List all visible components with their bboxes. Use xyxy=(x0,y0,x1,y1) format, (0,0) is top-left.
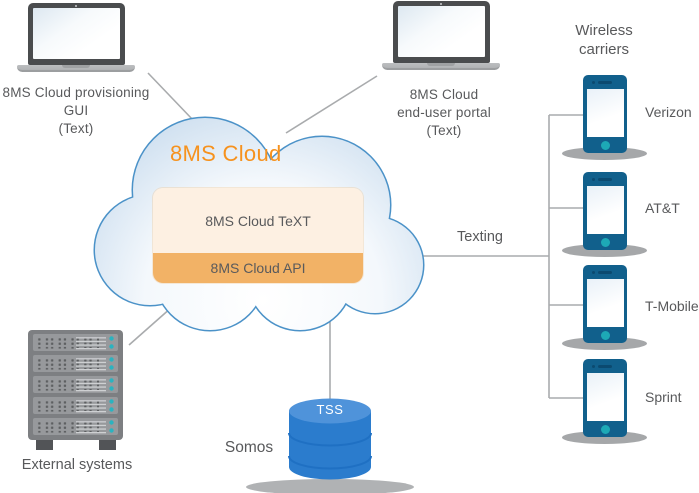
edge-cloud-to-external-systems xyxy=(128,306,173,346)
carrier-label-att: AT&T xyxy=(645,200,680,216)
laptop-base xyxy=(382,63,500,70)
database-shadow xyxy=(246,479,414,493)
webcam-dot-icon xyxy=(74,4,78,7)
text-service-panel: 8MS Cloud TeXT xyxy=(153,188,363,253)
cloud-title: 8MS Cloud xyxy=(170,141,282,166)
carrier-label-tmobile: T-Mobile xyxy=(645,298,699,314)
laptop-display xyxy=(32,8,120,59)
phone-speaker-icon xyxy=(598,178,612,181)
database-icon xyxy=(246,398,414,493)
phone-home-button xyxy=(600,140,610,150)
phone-home-button xyxy=(600,237,610,247)
phone-home-button xyxy=(600,330,610,340)
phone-speaker-icon xyxy=(598,365,612,368)
carrier-label-sprint: Sprint xyxy=(645,389,682,405)
laptop-base xyxy=(17,65,135,72)
edge-portal-to-cloud xyxy=(285,75,378,134)
phone-speaker-icon xyxy=(598,271,612,274)
server-rack-icon xyxy=(28,330,123,450)
laptop-screen xyxy=(392,1,490,63)
smartphone-icon-tmobile xyxy=(583,265,627,343)
laptop-display xyxy=(397,6,485,57)
laptop-notch xyxy=(62,65,90,68)
phone-camera-icon xyxy=(592,365,595,368)
rack-foot xyxy=(99,440,116,450)
phone-screen xyxy=(586,186,624,234)
laptop-screen xyxy=(27,3,125,65)
carriers-title: Wireless carriers xyxy=(575,22,633,58)
label-provisioning-gui: 8MS Cloud provisioning GUI (Text) xyxy=(2,85,150,136)
rack-foot xyxy=(36,440,53,450)
laptop-notch xyxy=(427,63,455,66)
label-end-user-portal: 8MS Cloud end-user portal (Text) xyxy=(397,87,491,138)
phone-camera-icon xyxy=(592,271,595,274)
carrier-label-verizon: Verizon xyxy=(645,104,692,120)
webcam-dot-icon xyxy=(439,2,443,5)
phone-screen xyxy=(586,279,624,327)
database-provider-label: Somos xyxy=(224,439,274,456)
edge-gui-to-cloud xyxy=(147,72,194,121)
label-external-systems: External systems xyxy=(21,457,133,473)
cloud-services-box: 8MS Cloud TeXT 8MS Cloud API xyxy=(153,188,363,283)
laptop-icon-provisioning xyxy=(17,3,135,72)
api-service-bar: 8MS Cloud API xyxy=(153,253,363,283)
database-name: TSS xyxy=(316,402,344,417)
phone-home-button xyxy=(600,424,610,434)
edge-label-texting: Texting xyxy=(457,229,503,245)
smartphone-icon-verizon xyxy=(583,75,627,153)
phone-camera-icon xyxy=(592,81,595,84)
phone-speaker-icon xyxy=(598,81,612,84)
phone-screen xyxy=(586,373,624,421)
smartphone-icon-att xyxy=(583,172,627,250)
phone-screen xyxy=(586,89,624,137)
smartphone-icon-sprint xyxy=(583,359,627,437)
phone-camera-icon xyxy=(592,178,595,181)
laptop-icon-portal xyxy=(382,1,500,70)
